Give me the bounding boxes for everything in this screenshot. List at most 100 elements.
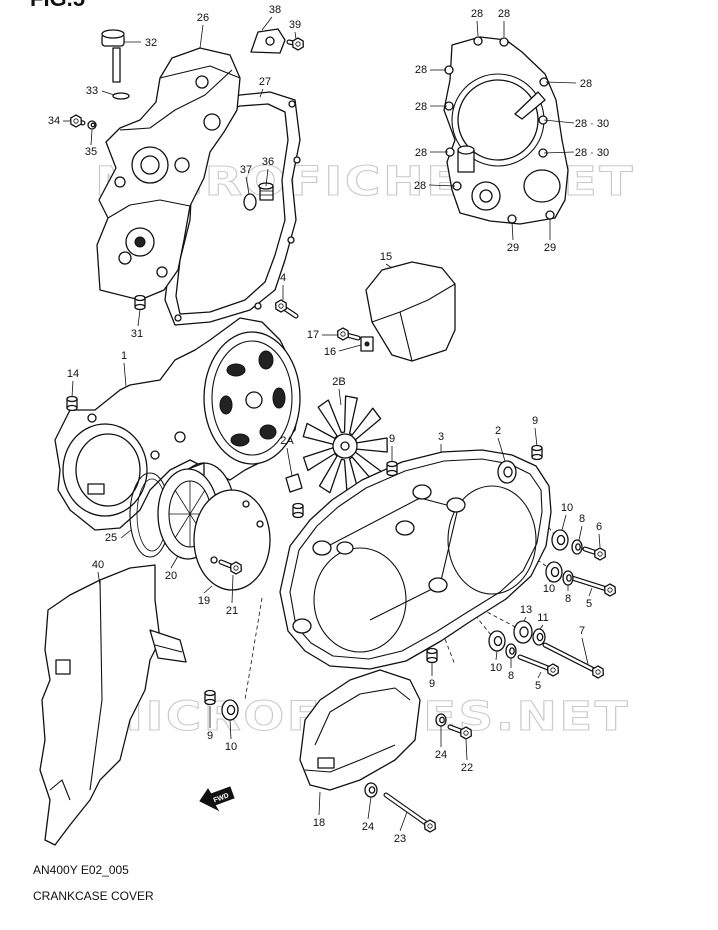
dowel-bottom xyxy=(134,303,146,311)
cap-19-hole xyxy=(242,500,250,508)
assembly-line xyxy=(429,599,456,666)
figure-title: FIG.5 xyxy=(30,0,85,11)
bolt-4 xyxy=(275,299,299,319)
crankcase-hole xyxy=(118,251,132,265)
dowel-bottom xyxy=(531,453,543,461)
dowel-top xyxy=(66,395,78,403)
clip-16 xyxy=(360,336,374,352)
cover-15 xyxy=(365,261,456,362)
callout-label: 28 xyxy=(498,8,510,20)
o-ring-37 xyxy=(243,193,257,211)
shield-outline xyxy=(39,564,161,846)
dowel-top xyxy=(134,294,146,302)
leader-line xyxy=(71,380,74,398)
leader-line xyxy=(511,221,514,241)
bolt-head-center xyxy=(340,331,346,337)
dowel-bottom xyxy=(386,469,398,477)
washer-hole xyxy=(550,566,560,578)
callout-label: 18 xyxy=(313,817,325,829)
shield-slot xyxy=(55,659,71,675)
bolt-hex-head xyxy=(275,299,287,313)
bolt-head-center xyxy=(233,565,239,571)
cap-19-body xyxy=(193,489,271,591)
side-cover-dome xyxy=(457,79,539,161)
cover-15-body xyxy=(365,261,456,362)
cover-3-boss xyxy=(428,577,448,593)
leader-line xyxy=(537,671,542,679)
dowel-bottom xyxy=(204,698,216,706)
collar-13 xyxy=(513,620,533,644)
leader-line xyxy=(120,529,132,539)
dowel-9 xyxy=(386,460,398,477)
cover-1-lug xyxy=(87,413,97,423)
cover-3-pulley-bulge xyxy=(313,547,407,653)
cover-1-vent-hole xyxy=(219,395,233,415)
leader-line xyxy=(539,624,544,630)
cover-3-boss xyxy=(336,541,354,555)
bolt-head-center xyxy=(550,667,556,673)
callout-label: 19 xyxy=(198,595,210,607)
leader-line xyxy=(581,637,589,665)
leader-line xyxy=(231,574,234,604)
leader-line xyxy=(561,514,567,531)
crankcase-hole xyxy=(195,75,209,89)
gasket-bolt-hole xyxy=(293,156,301,164)
bolt-head-center xyxy=(595,669,601,675)
cover-1-vent-hole xyxy=(226,363,246,377)
cover-3-flange xyxy=(289,458,543,660)
washer-hole xyxy=(519,626,529,638)
bolt-hex-head xyxy=(604,583,616,597)
leader-line xyxy=(286,447,293,477)
screw-17 xyxy=(337,327,361,341)
bolt-head-center xyxy=(597,551,603,557)
callout-label: 2 xyxy=(495,425,501,437)
leader-line xyxy=(543,151,575,154)
callout-label: 8 xyxy=(508,670,514,682)
cover-15-edge xyxy=(399,311,413,362)
bolt-hex-head xyxy=(547,663,559,677)
bolt-34 xyxy=(70,114,86,128)
callout-label: 13 xyxy=(520,604,532,616)
callout-label: 8 xyxy=(565,593,571,605)
leader-line xyxy=(265,168,269,187)
callout-label: 33 xyxy=(86,85,98,97)
washer-24 xyxy=(364,782,378,798)
bolt-5-lower xyxy=(517,654,559,677)
cover-18-rib xyxy=(314,687,411,746)
crankcase-cover-3 xyxy=(279,449,552,670)
bolt-boss xyxy=(444,65,454,75)
leader-line xyxy=(367,796,372,820)
shield-bracket-edge xyxy=(154,644,183,653)
bolt-head-center xyxy=(295,41,301,47)
side-cover-arrow-mark xyxy=(514,91,546,120)
callout-label: 28 xyxy=(415,101,427,113)
callout-label: 34 xyxy=(48,115,60,127)
leader-line xyxy=(578,525,583,541)
washer-8 xyxy=(505,643,517,659)
bolt-hex-head xyxy=(594,547,606,561)
washer-10 xyxy=(551,529,569,551)
leader-line xyxy=(170,555,179,569)
callout-label: 23 xyxy=(394,833,406,845)
crankcase-cover-1 xyxy=(54,317,301,531)
washer-hole xyxy=(90,122,96,128)
washer-hole xyxy=(368,786,376,794)
callout-label: 10 xyxy=(225,741,237,753)
filler-neck-top xyxy=(457,145,475,155)
leader-line xyxy=(476,20,479,37)
callout-label: 5 xyxy=(535,680,541,692)
callout-label: 38 xyxy=(269,4,281,16)
cooling-fan-2b xyxy=(302,395,388,497)
washer-hole xyxy=(566,574,572,582)
oil-seal-2 xyxy=(497,460,517,484)
leader-line xyxy=(123,362,127,387)
callout-label: 28 · 30 xyxy=(575,118,609,130)
washer-8 xyxy=(571,539,583,555)
callout-label: 29 xyxy=(544,242,556,254)
dowel-14 xyxy=(66,395,78,412)
callout-label: 1 xyxy=(121,350,127,362)
washer-24 xyxy=(435,713,447,727)
bolt-head-center xyxy=(427,823,433,829)
callout-label: 39 xyxy=(289,19,301,31)
